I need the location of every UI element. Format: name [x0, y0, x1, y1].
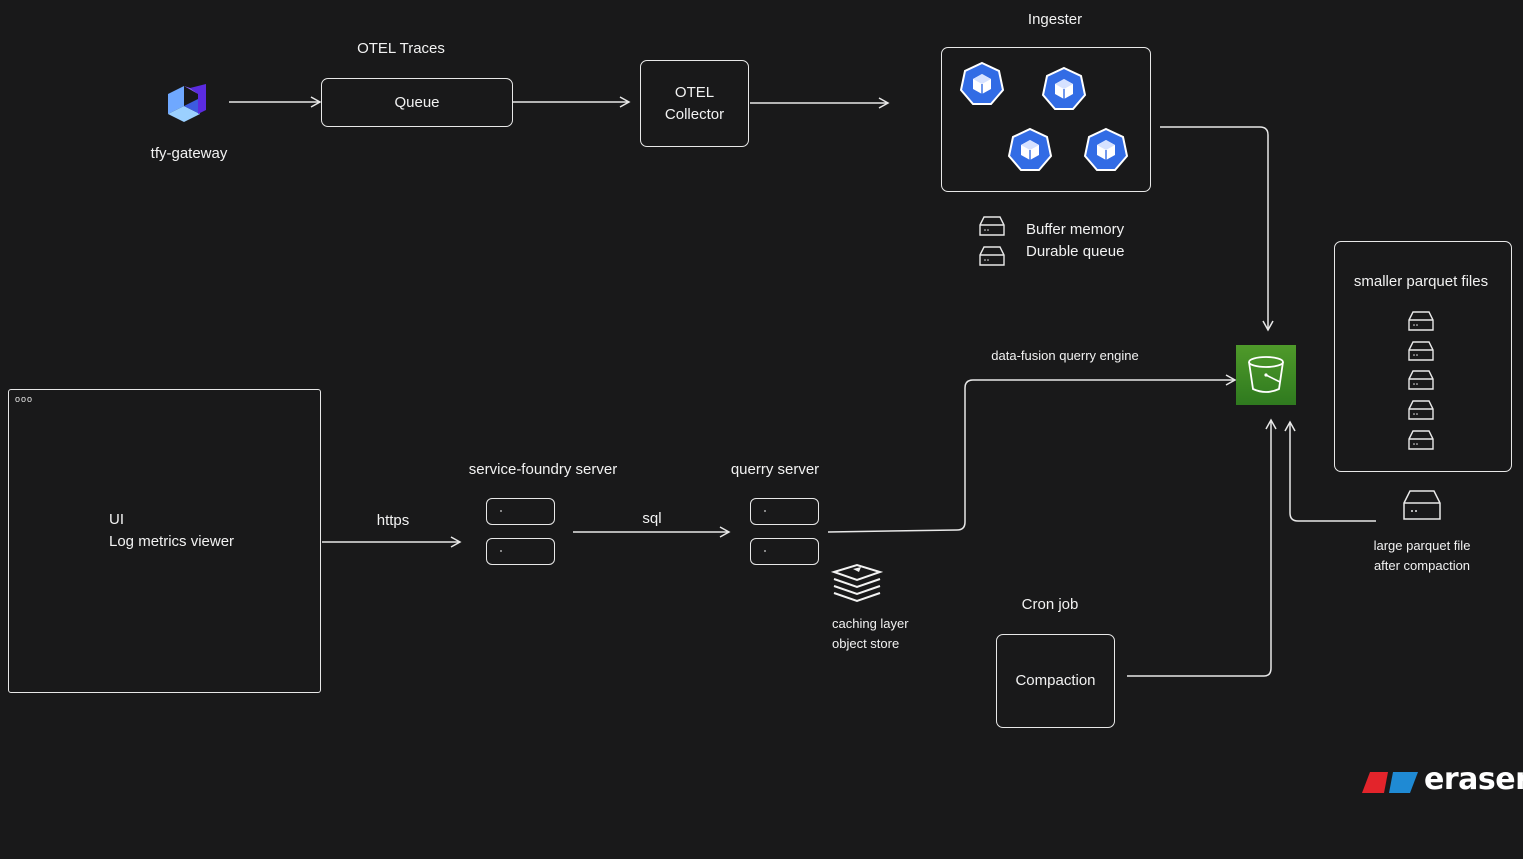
buffer-memory-label: Buffer memory: [1026, 221, 1125, 238]
cron-job-label: Cron job: [1021, 596, 1079, 613]
durable-queue-label: Durable queue: [1026, 243, 1125, 260]
storage-drive-icon: [1408, 400, 1434, 420]
ui-label: UI Log metrics viewer: [109, 509, 234, 553]
brand-name: eraser: [1424, 762, 1523, 797]
kubernetes-pod-icon: [1083, 127, 1129, 171]
storage-drive-icon: [1408, 430, 1434, 450]
large-parquet-line1: large parquet file: [1373, 538, 1471, 553]
gateway-label: tfy-gateway: [150, 145, 228, 162]
caching-layer-label: caching layer object store: [832, 614, 909, 653]
large-parquet-line2: after compaction: [1373, 557, 1471, 573]
ui-window[interactable]: ooo: [8, 389, 321, 693]
s3-bucket-icon[interactable]: [1236, 345, 1296, 405]
query-to-bucket-arrow: [827, 374, 1237, 533]
otel-collector-node[interactable]: OTEL Collector: [640, 60, 749, 147]
smaller-parquet-group[interactable]: [1334, 241, 1512, 472]
storage-drive-icon: [979, 216, 1005, 236]
ingester-to-bucket-arrow: [1160, 126, 1274, 332]
query-server-instance[interactable]: [750, 538, 819, 565]
query-server-instance[interactable]: [750, 498, 819, 525]
queue-node[interactable]: Queue: [321, 78, 513, 127]
kubernetes-pod-icon: [1041, 66, 1087, 110]
gateway-cube-icon: [168, 84, 206, 122]
window-controls: ooo: [15, 394, 34, 404]
query-server-label: querry server: [730, 461, 820, 478]
caching-layer-line2: object store: [832, 635, 900, 651]
compaction-to-bucket-arrow: [1127, 418, 1277, 677]
storage-drive-icon: [1408, 341, 1434, 361]
storage-drive-icon: [979, 246, 1005, 266]
compaction-node[interactable]: Compaction: [996, 634, 1115, 728]
service-foundry-instance[interactable]: [486, 538, 555, 565]
service-foundry-instance[interactable]: [486, 498, 555, 525]
smaller-parquet-label: smaller parquet files: [1353, 273, 1489, 290]
caching-layer-line1: caching layer: [832, 616, 909, 631]
ui-label-line1: UI: [109, 511, 124, 528]
large-parquet-to-bucket-arrow: [1284, 420, 1376, 522]
collector-label-line1: OTEL: [674, 83, 715, 101]
kubernetes-pod-icon: [1007, 127, 1053, 171]
storage-drive-icon: [1408, 370, 1434, 390]
ui-label-line2: Log metrics viewer: [109, 532, 235, 550]
large-parquet-label: large parquet file after compaction: [1374, 536, 1471, 575]
storage-drive-icon[interactable]: [1402, 489, 1442, 521]
compaction-label: Compaction: [1015, 672, 1096, 690]
https-label: https: [376, 512, 410, 529]
query-engine-label: data-fusion querry engine: [991, 348, 1139, 363]
storage-drive-icon: [1408, 311, 1434, 331]
kubernetes-pod-icon: [959, 61, 1005, 105]
ingester-label: Ingester: [1027, 11, 1083, 28]
otel-traces-label: OTEL Traces: [357, 40, 445, 57]
eraser-logo-icon: [1362, 772, 1418, 793]
layers-stack-icon: [831, 563, 883, 603]
collector-label-line2: Collector: [664, 105, 725, 123]
sql-label: sql: [642, 510, 662, 527]
queue-label: Queue: [394, 93, 440, 111]
service-foundry-label: service-foundry server: [468, 461, 618, 478]
ingester-node[interactable]: [941, 47, 1151, 192]
